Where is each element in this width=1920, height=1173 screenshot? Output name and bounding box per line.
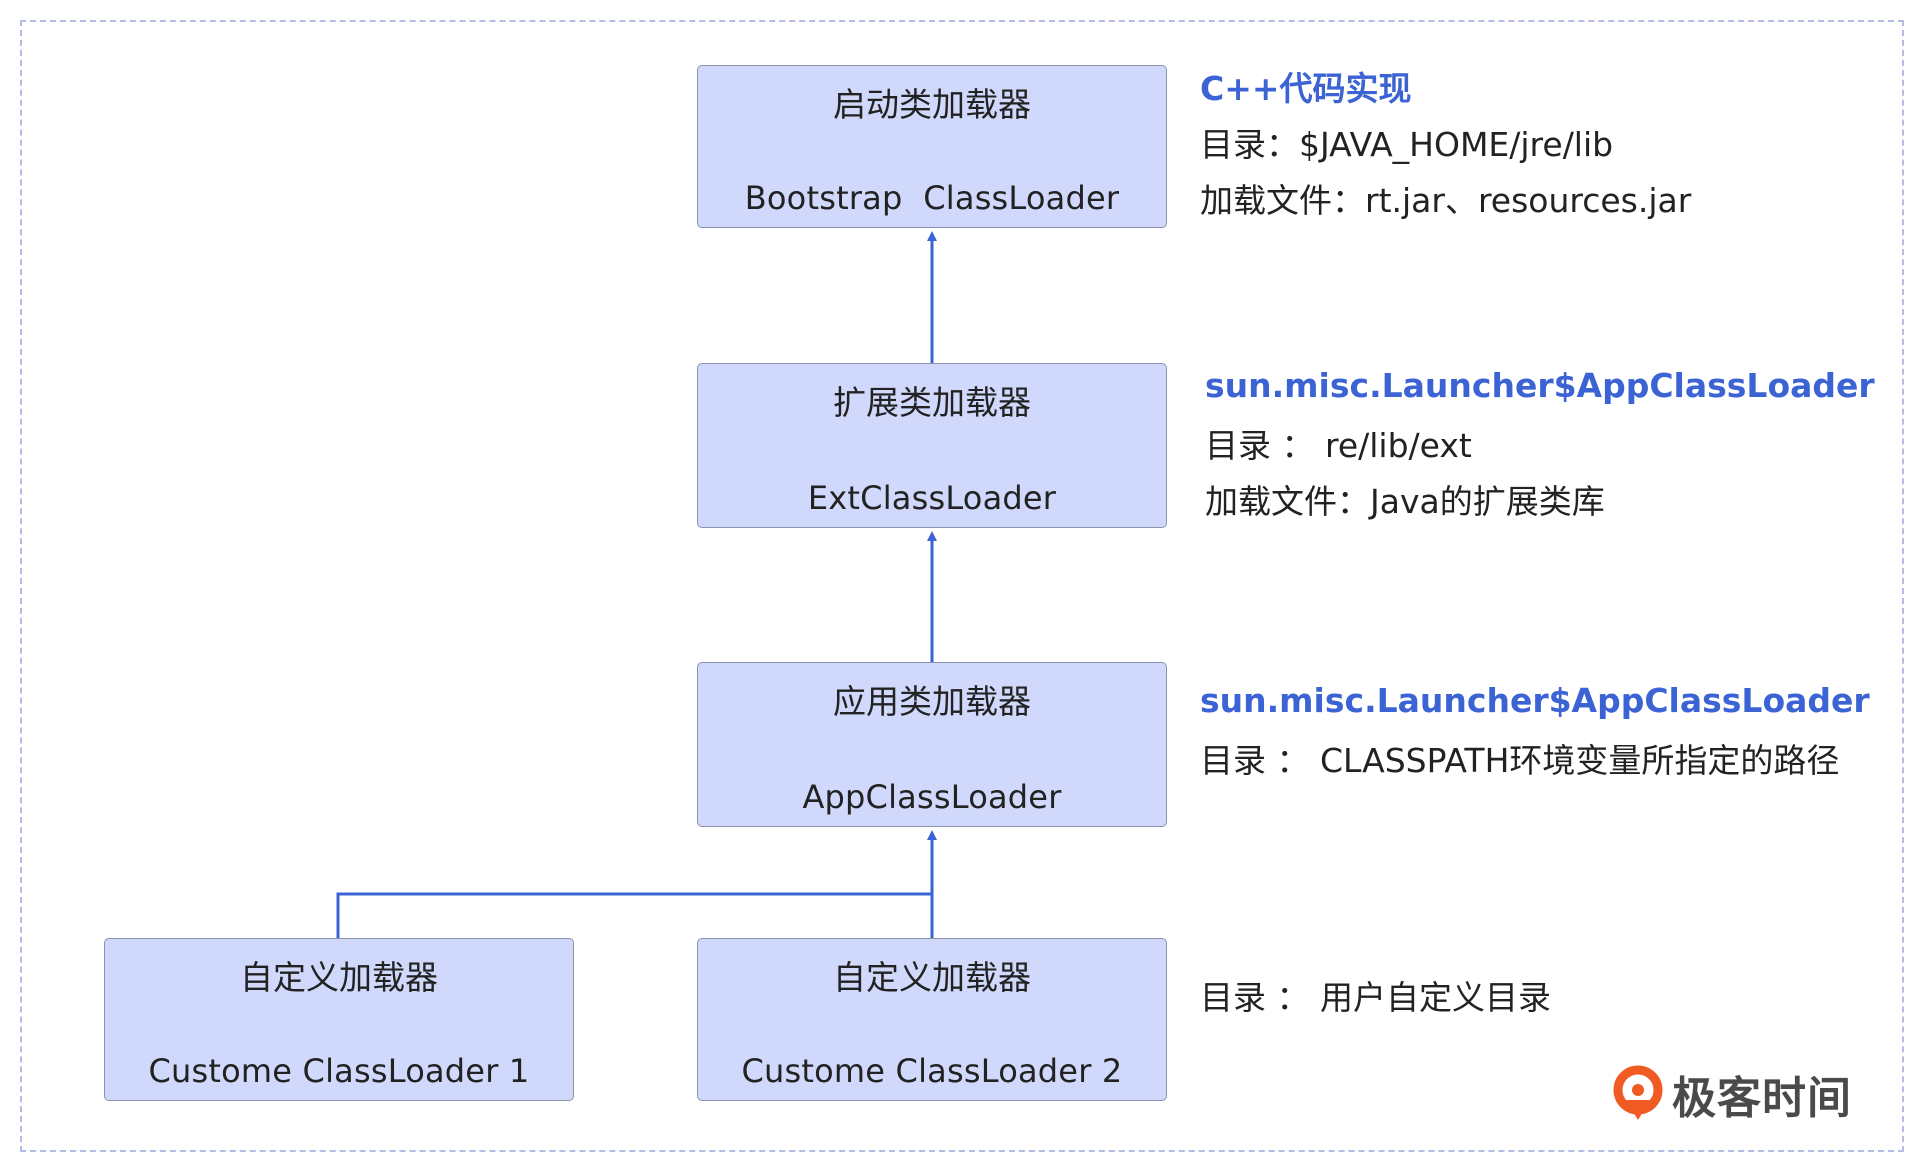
ext-name-cn: 扩展类加载器 bbox=[833, 383, 1031, 422]
ext-note-dir: 目录 ： re/lib/ext bbox=[1205, 426, 1472, 465]
logo-text: 极客时间 bbox=[1672, 1073, 1852, 1124]
bootstrap-note: C++代码实现 目录：$JAVA_HOME/jre/lib 加载文件：rt.ja… bbox=[1200, 62, 1691, 222]
custom1-name-en: Custome ClassLoader 1 bbox=[148, 1052, 530, 1090]
ext-note-files: 加载文件：Java的扩展类库 bbox=[1205, 482, 1605, 521]
diagram-frame bbox=[20, 20, 1904, 1152]
bootstrap-name-cn: 启动类加载器 bbox=[833, 85, 1031, 124]
custom2-name-cn: 自定义加载器 bbox=[833, 958, 1031, 997]
ext-note-heading: sun.misc.Launcher$AppClassLoader bbox=[1205, 366, 1875, 405]
bootstrap-classloader-box: 启动类加载器 Bootstrap ClassLoader bbox=[697, 65, 1167, 228]
custom-classloader-1-box: 自定义加载器 Custome ClassLoader 1 bbox=[104, 938, 574, 1101]
geektime-logo: 极客时间 bbox=[1612, 1064, 1852, 1124]
connector-custom1 bbox=[336, 892, 932, 938]
app-note-heading: sun.misc.Launcher$AppClassLoader bbox=[1200, 681, 1870, 720]
custom1-name-cn: 自定义加载器 bbox=[240, 958, 438, 997]
bootstrap-note-dir: 目录：$JAVA_HOME/jre/lib bbox=[1200, 125, 1614, 164]
app-classloader-box: 应用类加载器 AppClassLoader bbox=[697, 662, 1167, 827]
custom-note-dir: 目录 ： 用户自定义目录 bbox=[1200, 978, 1551, 1017]
ext-note: sun.misc.Launcher$AppClassLoader 目录 ： re… bbox=[1205, 366, 1875, 523]
bootstrap-note-files: 加载文件：rt.jar、resources.jar bbox=[1200, 181, 1692, 220]
custom-classloader-2-box: 自定义加载器 Custome ClassLoader 2 bbox=[697, 938, 1167, 1101]
geektime-logo-icon bbox=[1613, 1065, 1663, 1120]
bootstrap-note-heading: C++代码实现 bbox=[1200, 69, 1412, 108]
app-note-dir: 目录 ： CLASSPATH环境变量所指定的路径 bbox=[1200, 741, 1840, 780]
app-name-en: AppClassLoader bbox=[802, 778, 1062, 816]
custom-note: 目录 ： 用户自定义目录 bbox=[1200, 971, 1551, 1019]
ext-classloader-box: 扩展类加载器 ExtClassLoader bbox=[697, 363, 1167, 528]
bootstrap-name-en: Bootstrap ClassLoader bbox=[744, 179, 1120, 217]
ext-name-en: ExtClassLoader bbox=[807, 479, 1057, 517]
custom2-name-en: Custome ClassLoader 2 bbox=[741, 1052, 1123, 1090]
app-note: sun.misc.Launcher$AppClassLoader 目录 ： CL… bbox=[1200, 681, 1870, 782]
app-name-cn: 应用类加载器 bbox=[833, 682, 1031, 721]
